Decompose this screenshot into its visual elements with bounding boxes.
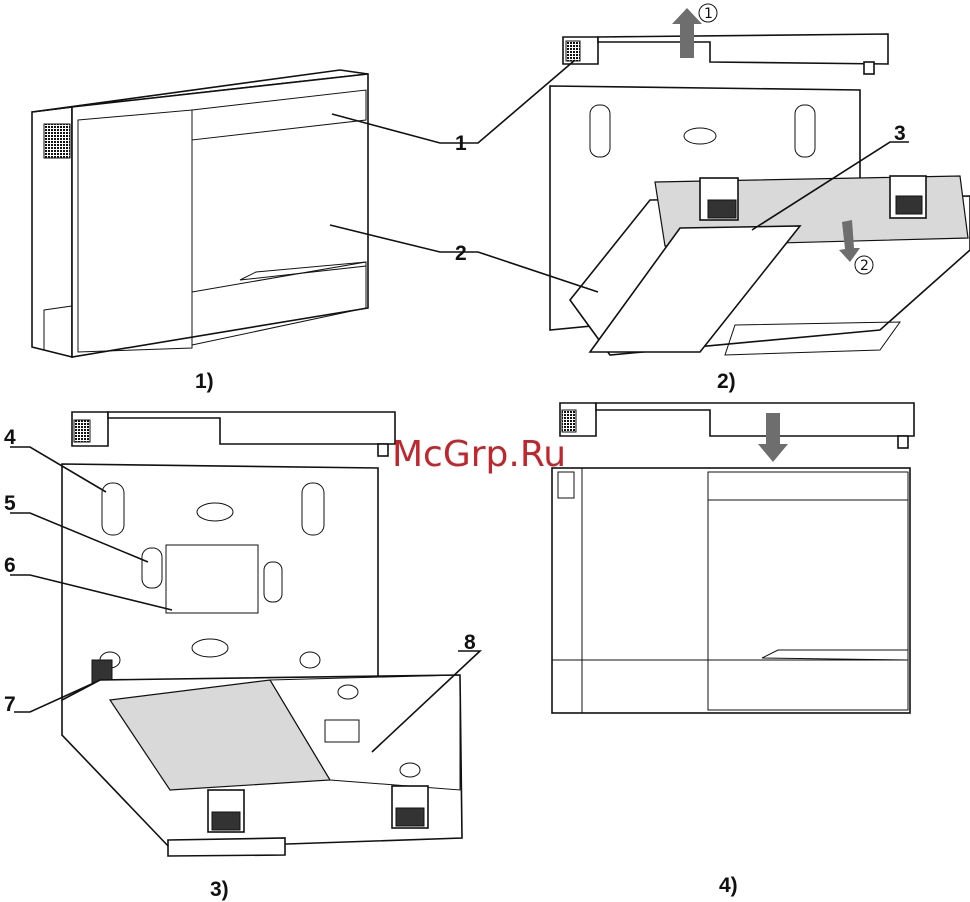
callout-4: 4 (4, 426, 16, 449)
panel-1-closed-device (32, 70, 458, 357)
watermark-text: McGrp.Ru (392, 434, 566, 475)
caption-panel-1: 1) (195, 370, 214, 393)
callout-6: 6 (4, 554, 16, 577)
svg-text:1: 1 (704, 6, 713, 22)
caption-panel-2: 2) (717, 370, 736, 393)
housing-front (552, 468, 910, 713)
callout-1: 1 (455, 132, 467, 155)
callout-5: 5 (4, 492, 16, 515)
vent-grille-icon (562, 410, 576, 432)
panel-4-reassembled (552, 403, 914, 713)
caption-panel-3: 3) (210, 878, 229, 901)
caption-panel-4: 4) (719, 874, 738, 897)
vent-grille-icon (566, 41, 580, 61)
callout-2: 2 (455, 242, 467, 265)
callout-8: 8 (464, 631, 476, 654)
vent-grille-icon (74, 420, 90, 442)
vent-grille-icon (44, 124, 70, 158)
panel-3-exploded (10, 412, 480, 856)
panel-2-open-step: 1 2 (458, 4, 970, 355)
svg-text:2: 2 (860, 258, 869, 274)
callout-3: 3 (894, 122, 906, 145)
up-arrow-icon (672, 8, 702, 58)
callout-7: 7 (4, 693, 16, 716)
